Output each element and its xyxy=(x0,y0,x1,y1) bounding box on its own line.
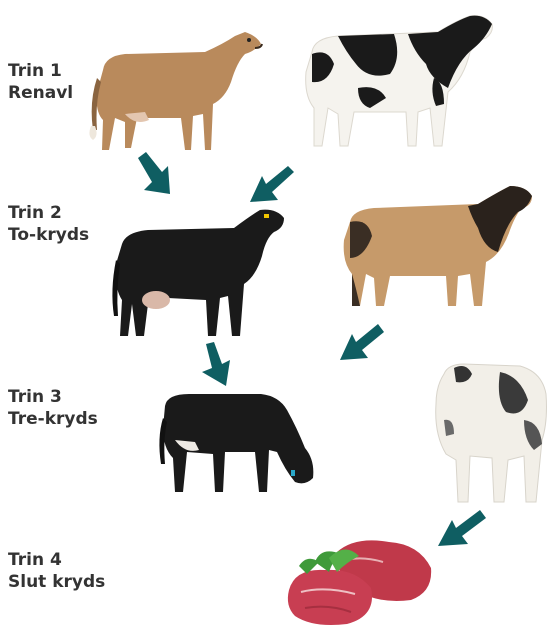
step-1-label: Trin 1 Renavl xyxy=(8,60,73,104)
step-2-number: Trin 2 xyxy=(8,202,89,224)
raw-beef-image xyxy=(285,532,435,628)
holstein-bull-image xyxy=(298,8,498,158)
step-1-number: Trin 1 xyxy=(8,60,73,82)
black-grazing-cow-image xyxy=(155,388,320,498)
black-crossbred-cow-image xyxy=(108,200,293,345)
arrow-crossbred-to-grazing-icon xyxy=(200,340,240,388)
arrow-holstein-to-crossbred-icon xyxy=(248,164,298,206)
jersey-cow-image xyxy=(85,22,265,162)
step-3-number: Trin 3 xyxy=(8,386,98,408)
step-4-label: Trin 4 Slut kryds xyxy=(8,549,105,593)
step-2-name: To-kryds xyxy=(8,224,89,246)
arrow-jersey-to-crossbred-icon xyxy=(134,150,174,198)
step-3-label: Trin 3 Tre-kryds xyxy=(8,386,98,430)
belgian-blue-bull-image xyxy=(424,360,548,510)
step-2-label: Trin 2 To-kryds xyxy=(8,202,89,246)
brown-black-bull-image xyxy=(338,178,538,318)
arrow-belgian-blue-to-beef-icon xyxy=(436,506,490,550)
step-4-name: Slut kryds xyxy=(8,571,105,593)
step-1-name: Renavl xyxy=(8,82,73,104)
arrow-brown-bull-to-grazing-icon xyxy=(338,322,388,364)
step-4-number: Trin 4 xyxy=(8,549,105,571)
step-3-name: Tre-kryds xyxy=(8,408,98,430)
